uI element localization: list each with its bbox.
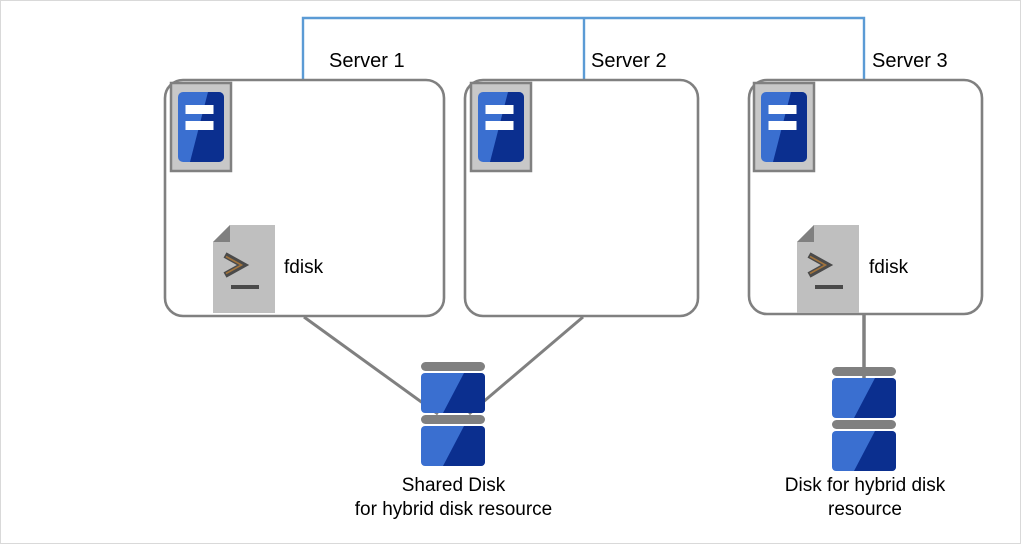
shared-disk-icon: [421, 362, 485, 466]
server-1-title: Server 1: [329, 50, 405, 72]
server-2-title: Server 2: [591, 50, 667, 72]
shared-disk-caption: Shared Disk for hybrid disk resource: [301, 474, 606, 522]
shared-disk-caption-line-1: Shared Disk: [401, 475, 506, 496]
server-icon-3: [754, 83, 814, 171]
hybrid-disk-caption-line-2: resource: [828, 498, 902, 520]
connector-server1-shared-disk: [303, 315, 439, 416]
fdisk-label-1: fdisk: [284, 257, 324, 278]
hybrid-disk-caption: Disk for hybrid disk resource: [741, 474, 989, 522]
disk-connectors: [303, 315, 866, 416]
server-3-title: Server 3: [872, 50, 948, 72]
hybrid-disk-icon: [832, 367, 896, 471]
shared-disk-caption-line-2: for hybrid disk resource: [354, 498, 553, 520]
fdisk-icon-3: [797, 225, 859, 313]
fdisk-icon-1: [213, 225, 275, 313]
connector-server2-shared-disk: [468, 315, 584, 416]
server-icon-2: [471, 83, 531, 171]
server-icon-1: [171, 83, 231, 171]
fdisk-label-3: fdisk: [869, 257, 909, 278]
hybrid-disk-caption-line-1: Disk for hybrid disk: [784, 475, 946, 496]
cluster-bracket: [301, 16, 866, 79]
